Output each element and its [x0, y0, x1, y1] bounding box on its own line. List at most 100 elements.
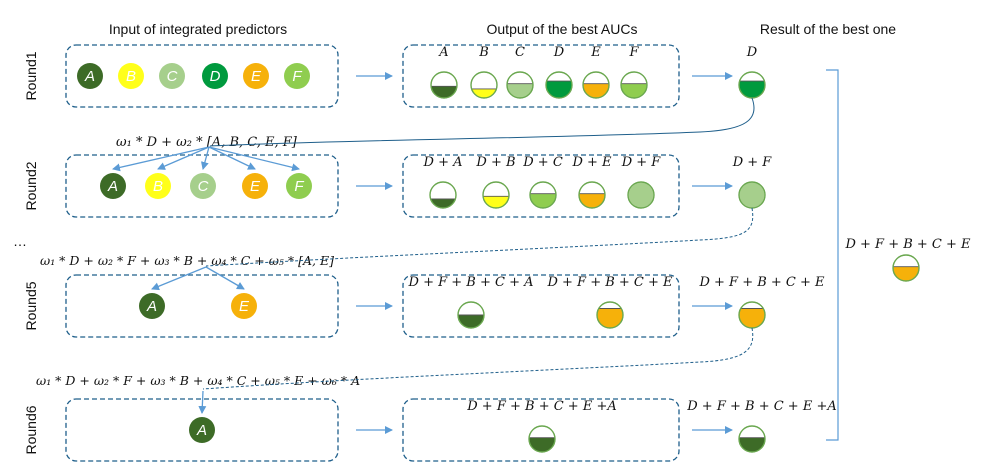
predictor-A: A — [100, 173, 126, 199]
feedback-connector-1 — [209, 97, 755, 147]
auc-circle-4 — [578, 181, 606, 209]
predictor-F: F — [284, 63, 310, 89]
round-label: Round1 — [23, 51, 39, 100]
level-fill — [739, 182, 765, 208]
input-box — [65, 154, 339, 218]
branch-arrow-F — [208, 146, 300, 172]
final-label: D + F + B + C + E — [844, 237, 971, 252]
output-label: D + E — [571, 155, 612, 170]
input-box — [65, 398, 339, 462]
predictor-C: C — [159, 63, 185, 89]
predictor-label: A — [196, 422, 207, 439]
level-fill — [579, 193, 605, 209]
branch-arrow-A — [151, 266, 207, 291]
branch-arrow-B — [157, 146, 210, 170]
feedback-connector-3 — [202, 327, 754, 390]
best-circle — [738, 301, 766, 329]
auc-circle-5 — [627, 181, 655, 209]
output-label: A — [438, 45, 448, 60]
input-box — [65, 44, 339, 108]
predictor-label: E — [250, 178, 261, 195]
output-label: D + A — [423, 155, 463, 170]
final-circle — [892, 254, 920, 282]
predictor-D: D — [202, 63, 228, 89]
predictor-A: A — [139, 293, 165, 319]
predictor-A: A — [77, 63, 103, 89]
branch-arrow-C — [200, 146, 210, 170]
predictor-label: B — [153, 178, 163, 195]
predictor-B: B — [145, 173, 171, 199]
output-label: D + B — [475, 155, 515, 170]
predictor-label: A — [146, 298, 157, 315]
feedback-connector-2 — [205, 207, 754, 267]
header-result: Result of the best one — [760, 21, 896, 37]
output-label: D + F + B + C + A — [408, 275, 534, 290]
header-output: Output of the best AUCs — [487, 21, 638, 37]
header-input: Input of integrated predictors — [109, 21, 287, 37]
output-box — [402, 398, 680, 462]
level-fill — [893, 266, 920, 282]
predictor-F: F — [286, 173, 312, 199]
output-label: C — [515, 45, 525, 60]
round-label: Round5 — [23, 281, 39, 330]
auc-circle-4 — [545, 71, 573, 99]
auc-circle-5 — [582, 71, 610, 99]
branch-arrow-A — [198, 390, 207, 414]
level-fill — [739, 81, 765, 99]
level-fill — [430, 198, 456, 209]
level-fill — [628, 182, 654, 208]
best-circle — [738, 181, 766, 209]
final-result: D + F + B + C + E — [826, 69, 971, 441]
level-fill — [583, 83, 609, 99]
level-fill — [739, 308, 766, 329]
auc-circle-1 — [429, 181, 457, 209]
branch-arrow-E — [205, 266, 245, 290]
predictor-A: A — [189, 417, 215, 443]
final-bracket — [826, 69, 839, 441]
input-box — [65, 274, 339, 338]
branch-arrow-A — [112, 146, 210, 172]
level-fill — [529, 437, 556, 453]
level-fill — [546, 81, 572, 99]
output-label: D + C — [522, 155, 563, 170]
level-fill — [431, 86, 457, 99]
output-label: E — [590, 45, 601, 60]
auc-circle-1 — [457, 301, 485, 329]
output-box — [402, 154, 680, 218]
predictor-label: F — [294, 178, 304, 195]
round-label: Round2 — [23, 161, 39, 210]
round-label: Round6 — [23, 405, 39, 454]
predictor-E: E — [243, 63, 269, 89]
best-circle — [738, 71, 766, 99]
auc-circle-2 — [482, 181, 510, 209]
formula-text: ω₁ * D + ω₂ * F + ω₃ * B + ω₄ * C + ω₅ *… — [36, 373, 360, 388]
level-fill — [739, 437, 766, 453]
best-label: D + F — [732, 155, 773, 170]
auc-circle-3 — [529, 181, 557, 209]
output-box — [402, 44, 680, 108]
round-row-4: Round6 ω₁ * D + ω₂ * F + ω₃ * B + ω₄ * C … — [23, 373, 837, 462]
ellipsis-text: … — [13, 233, 27, 249]
output-label: D + F + B + C + E — [546, 275, 673, 290]
auc-circle-6 — [620, 71, 648, 99]
output-label: D + F — [621, 155, 662, 170]
predictor-E: E — [242, 173, 268, 199]
best-label: D + F + B + C + E — [698, 275, 825, 290]
predictor-label: E — [251, 68, 262, 85]
branch-arrow-E — [208, 146, 256, 170]
predictor-label: A — [107, 178, 118, 195]
output-box — [402, 274, 680, 338]
predictor-label: E — [239, 298, 250, 315]
level-fill — [483, 196, 509, 208]
output-label: B — [478, 45, 489, 60]
formula-text: ω₁ * D + ω₂ * [A, B, C, E, F] — [116, 135, 298, 150]
predictor-B: B — [118, 63, 144, 89]
level-fill — [621, 83, 647, 99]
level-fill — [458, 315, 484, 328]
formula-text: ω₁ * D + ω₂ * F + ω₃ * B + ω₄ * C + ω₅ *… — [40, 253, 334, 268]
auc-circle-1 — [430, 71, 458, 99]
